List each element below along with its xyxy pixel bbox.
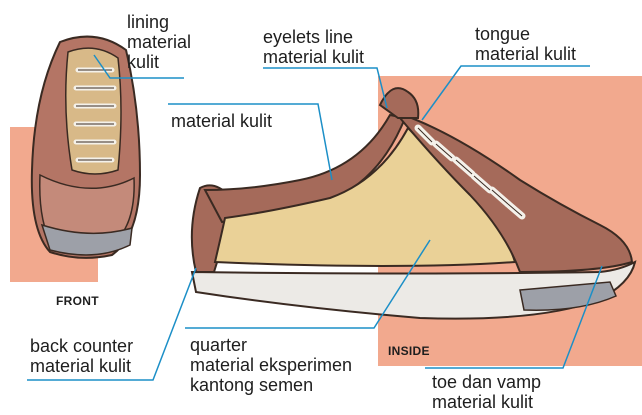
front-view-shoe <box>32 37 140 258</box>
back-counter-label: back counter material kulit <box>30 336 133 376</box>
eyelets-line-label: eyelets line material kulit <box>263 27 364 67</box>
tongue-label: tongue material kulit <box>475 24 576 64</box>
inside-view-label: INSIDE <box>388 344 430 358</box>
lining-label: lining material kulit <box>127 12 191 72</box>
front-view-label: FRONT <box>56 294 99 308</box>
material-kulit-label: material kulit <box>171 111 272 131</box>
toe-vamp-label: toe dan vamp material kulit <box>432 372 541 412</box>
quarter-label: quarter material eksperimen kantong seme… <box>190 335 352 395</box>
